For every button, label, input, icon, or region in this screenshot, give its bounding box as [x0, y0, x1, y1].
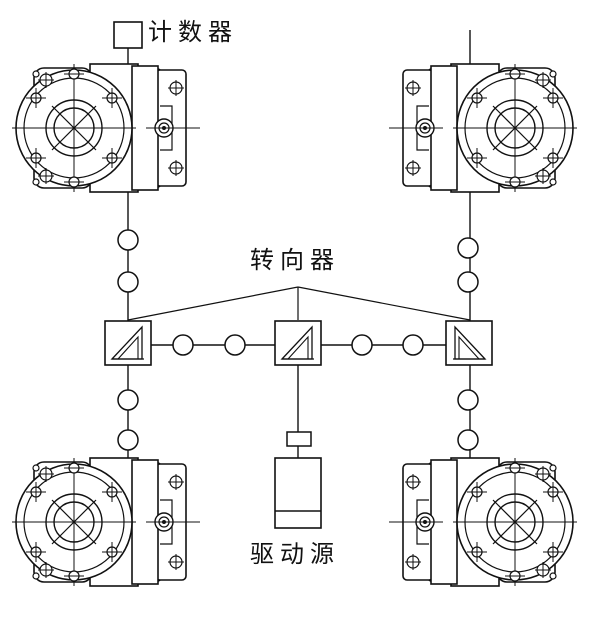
diverter-label: 转向器: [250, 246, 340, 274]
screw-jack-bottom-left: [11, 457, 201, 587]
diverter-leader-lines: [127, 286, 471, 321]
diverter-right: [445, 320, 493, 366]
screw-jack-bottom-right: [388, 457, 578, 587]
diverter-left: [104, 320, 152, 366]
screw-jack-top-right: [388, 63, 578, 193]
counter-box: [113, 21, 143, 49]
diverter-center: [274, 320, 322, 366]
counter-label: 计数器: [148, 18, 238, 46]
drive-motor: [274, 457, 322, 529]
drive-source-label: 驱动源: [250, 540, 340, 568]
motor-coupling: [286, 431, 312, 447]
screw-jack-top-left: [11, 63, 201, 193]
couplings: [117, 229, 479, 451]
